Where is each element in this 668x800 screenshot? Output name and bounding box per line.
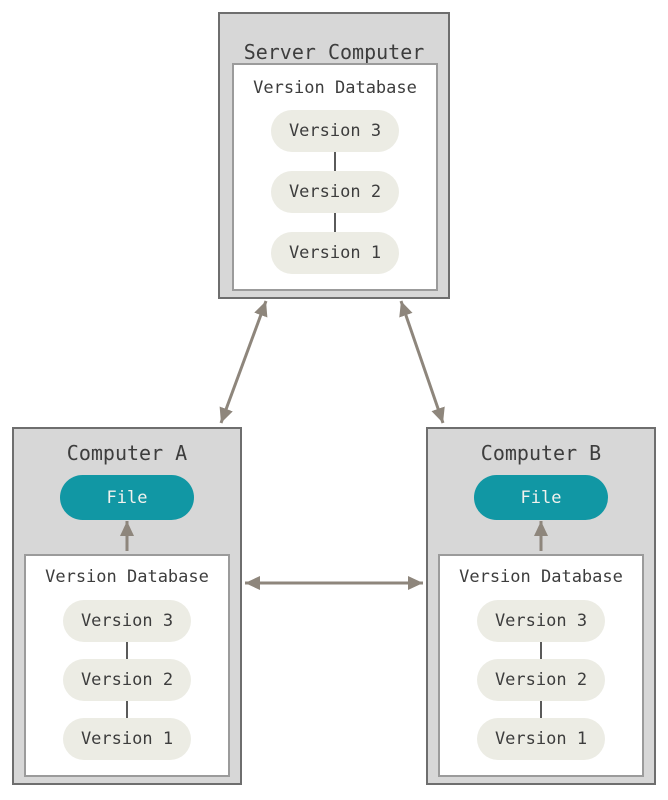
server-title: Server Computer [243, 40, 425, 64]
computer-b-title: Computer B [480, 441, 602, 465]
pill-connector-line [334, 152, 336, 171]
server-version-2-pill: Version 2 [271, 171, 399, 213]
arrow-server-computer-b [399, 300, 445, 424]
computer-a-title: Computer A [66, 441, 188, 465]
computer-a-version-3-pill: Version 3 [63, 600, 191, 642]
computer-a-version-database-box: Version Database Version 3 Version 2 Ver… [24, 554, 230, 777]
pill-connector-line [126, 642, 128, 659]
server-version-3-pill: Version 3 [271, 110, 399, 152]
computer-a-version-database-label: Version Database [45, 567, 209, 587]
arrow-server-computer-a [219, 300, 268, 424]
computer-a-version-2-pill: Version 2 [63, 659, 191, 701]
server-version-1-pill: Version 1 [271, 232, 399, 274]
computer-b-version-3-pill: Version 3 [477, 600, 605, 642]
server-version-database-box: Version Database Version 3 Version 2 Ver… [232, 63, 438, 291]
server-computer-box: Server Computer Version Database Version… [218, 12, 450, 299]
pill-connector-line [540, 642, 542, 659]
server-version-database-label: Version Database [253, 78, 417, 98]
computer-b-file-pill: File [474, 475, 608, 520]
computer-b-box: Computer B File Version Database Version… [426, 427, 656, 785]
computer-a-box: Computer A File Version Database Version… [12, 427, 242, 785]
computer-b-version-database-box: Version Database Version 3 Version 2 Ver… [438, 554, 644, 777]
pill-connector-line [126, 701, 128, 718]
pill-connector-line [540, 701, 542, 718]
computer-a-version-1-pill: Version 1 [63, 718, 191, 760]
computer-b-version-2-pill: Version 2 [477, 659, 605, 701]
pill-connector-line [334, 213, 336, 232]
computer-b-version-1-pill: Version 1 [477, 718, 605, 760]
computer-a-file-pill: File [60, 475, 194, 520]
computer-b-version-database-label: Version Database [459, 567, 623, 587]
